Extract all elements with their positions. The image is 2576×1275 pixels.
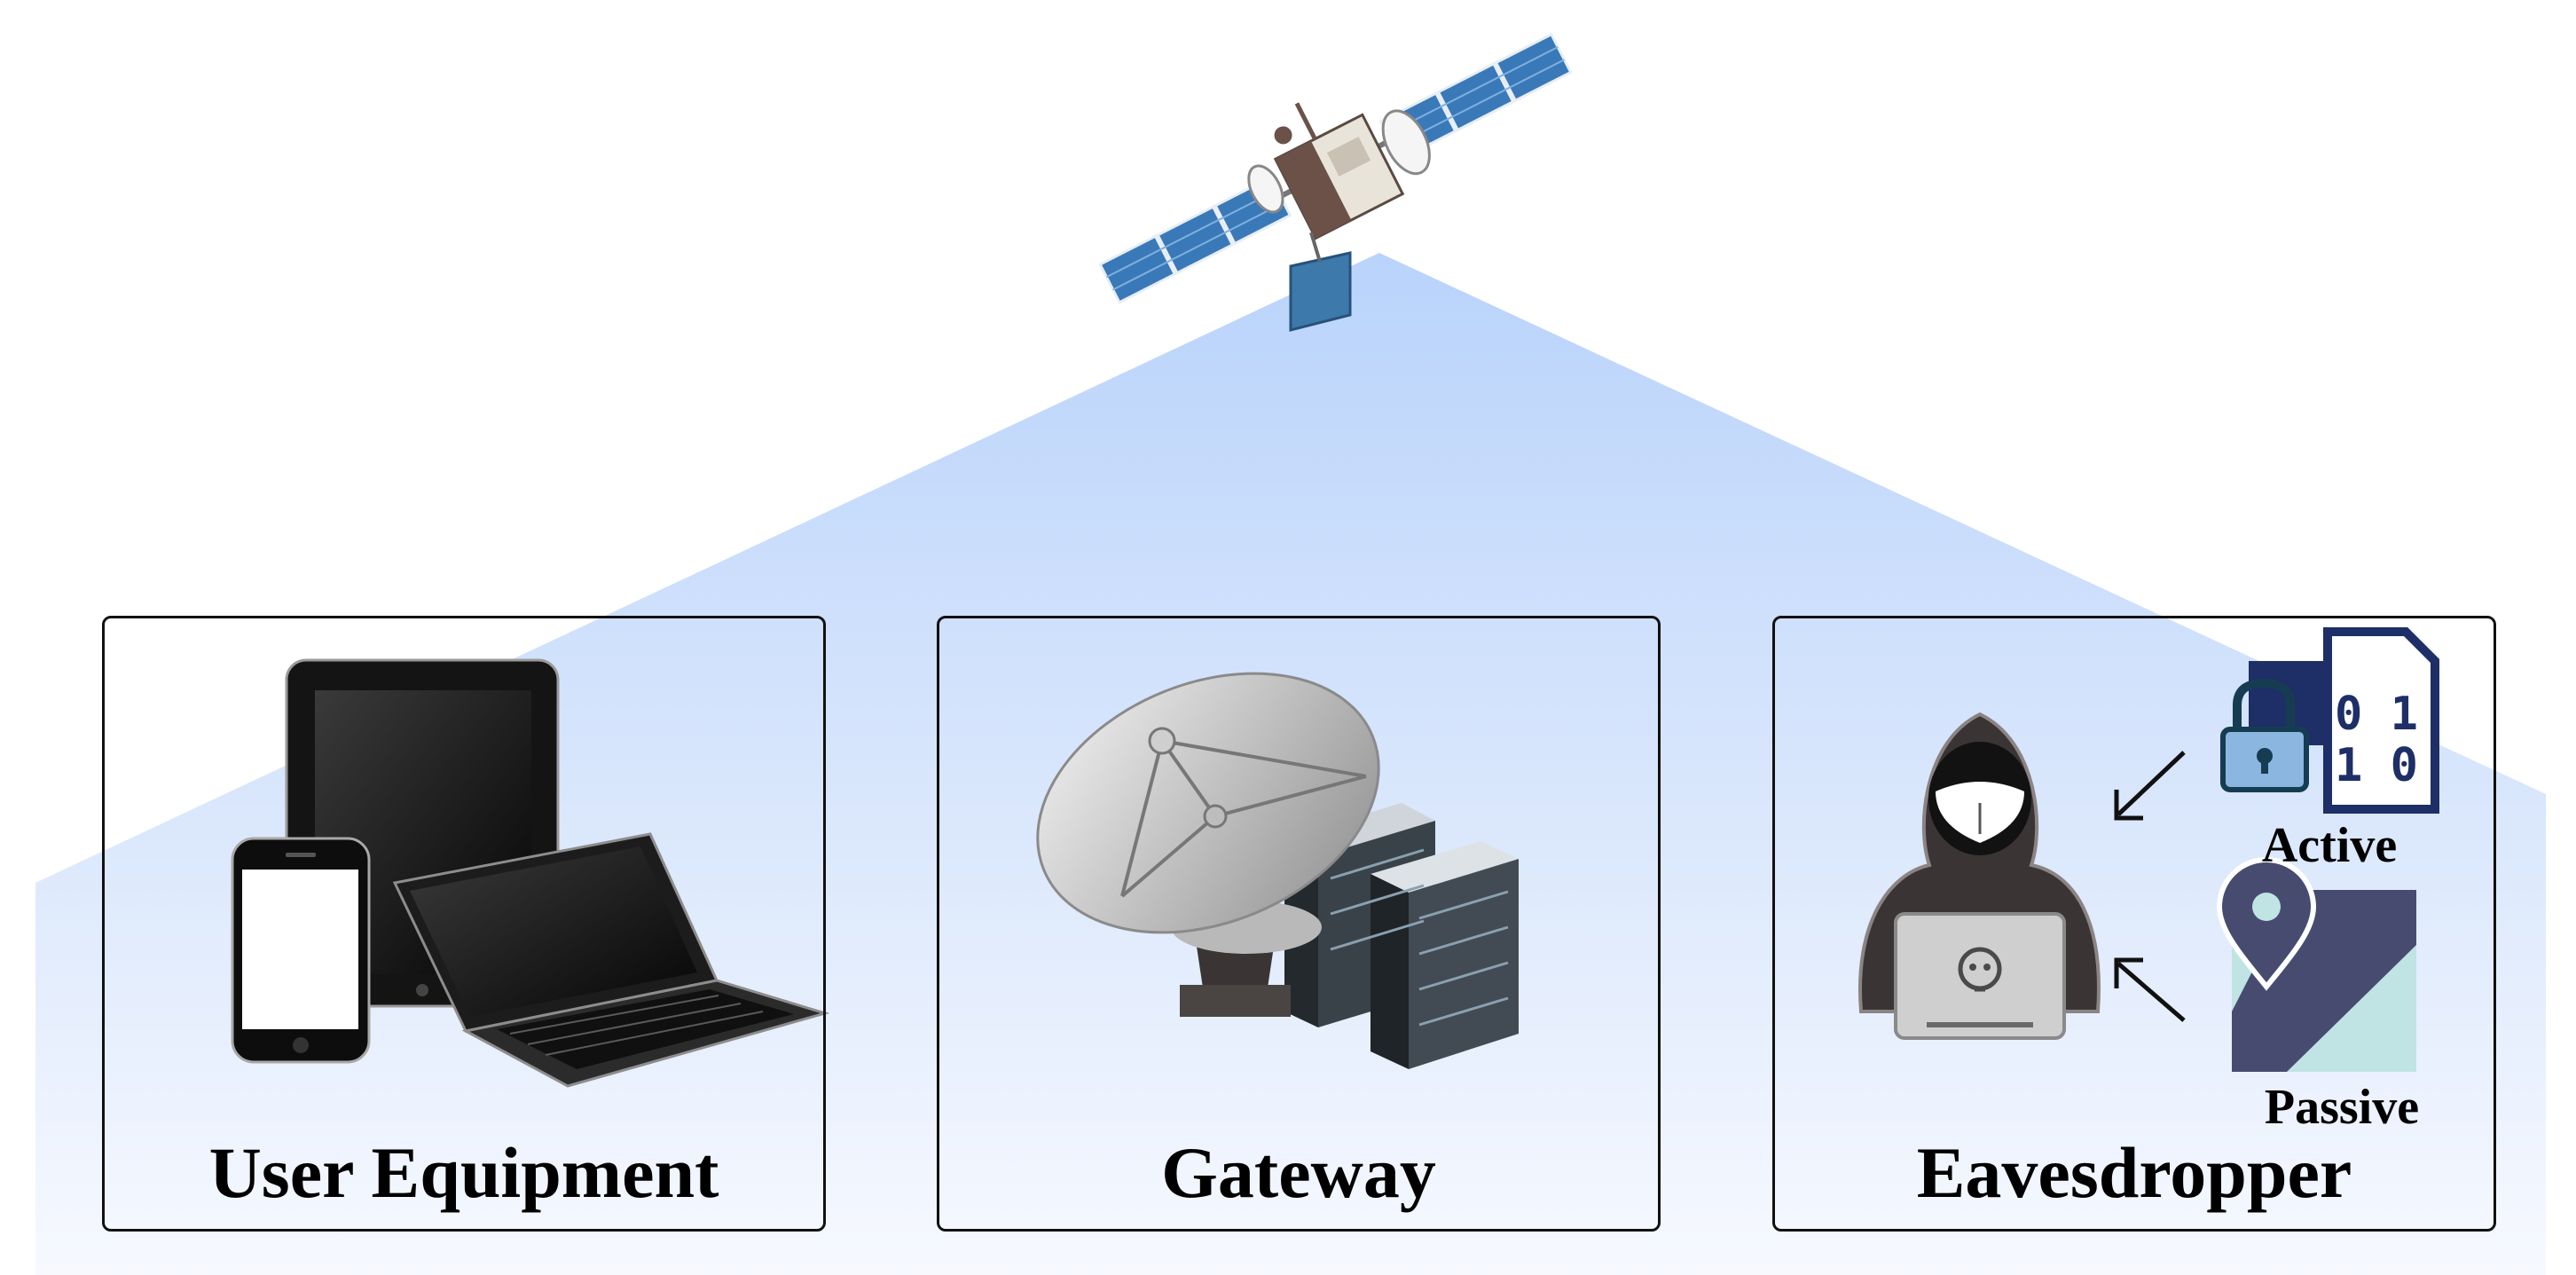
gateway-box: Gateway: [937, 616, 1661, 1232]
passive-attack-label: Passive: [2227, 1082, 2457, 1132]
active-attack-label: Active: [2214, 821, 2445, 870]
eavesdropper-box: Eavesdropper: [1772, 616, 2496, 1232]
user-equipment-label: User Equipment: [105, 1137, 823, 1209]
user-equipment-box: User Equipment: [102, 616, 826, 1232]
eavesdropper-label: Eavesdropper: [1775, 1137, 2494, 1209]
satellite-antenna-panel: [1291, 253, 1350, 330]
gateway-label: Gateway: [939, 1137, 1658, 1209]
